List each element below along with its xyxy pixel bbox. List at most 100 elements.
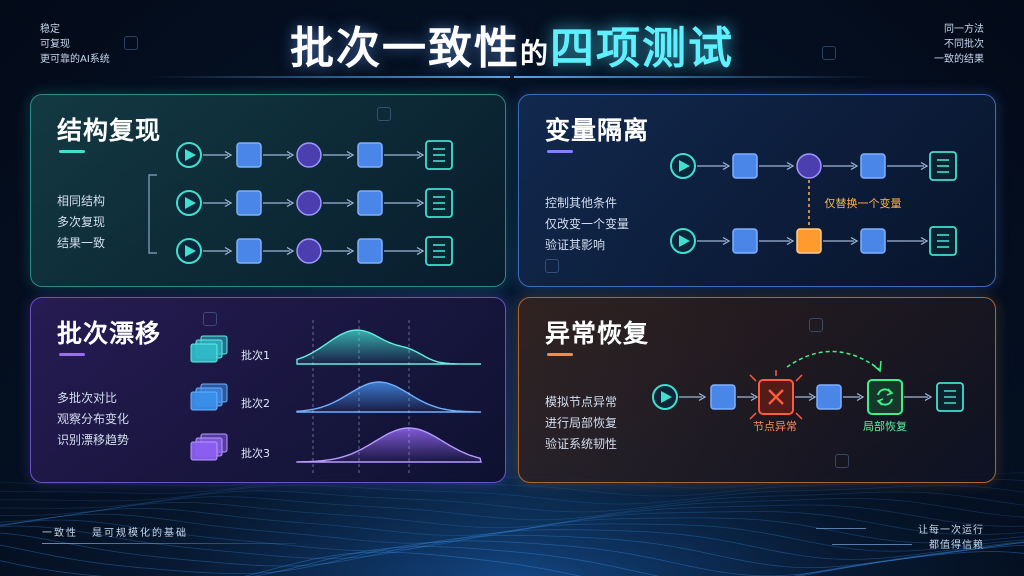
title-main: 批次一致性 bbox=[289, 23, 520, 74]
flow-arrow bbox=[823, 236, 859, 246]
desc-line: 识别漂移趋势 bbox=[57, 433, 130, 447]
corner-text-right: 同一方法 不同批次 一致的结果 bbox=[934, 22, 984, 67]
play-icon bbox=[670, 228, 696, 254]
title-connector: 的 bbox=[519, 37, 550, 70]
panel-accent-bar bbox=[59, 353, 85, 356]
model-node bbox=[296, 238, 322, 264]
layer-icon bbox=[190, 343, 218, 363]
desc-line: 结果一致 bbox=[57, 236, 106, 250]
panel-variable-isolation: 变量隔离 控制其他条件 仅改变一个变量 验证其影响 仅替换一个变量 bbox=[518, 94, 996, 287]
recover-label: 局部恢复 bbox=[863, 419, 907, 433]
footer-line-right-top bbox=[816, 528, 866, 529]
flow-arrow bbox=[323, 150, 355, 160]
flow-arrow bbox=[384, 150, 425, 160]
model-node bbox=[796, 153, 822, 179]
drift-distribution-diagram: 批次1 批次2 批次3 bbox=[190, 320, 482, 476]
process-node bbox=[710, 384, 736, 410]
desc-line: 多批次对比 bbox=[57, 391, 118, 405]
process-node bbox=[357, 142, 383, 168]
corner-left-line-1: 稳定 bbox=[40, 24, 60, 35]
footer-right-line-2: 都值得信赖 bbox=[929, 540, 984, 551]
recovery-icon bbox=[867, 379, 903, 415]
corner-right-line-1: 同一方法 bbox=[944, 24, 984, 35]
flow-arrow bbox=[384, 198, 425, 208]
flow-arrow bbox=[887, 161, 929, 171]
corner-right-line-3: 一致的结果 bbox=[934, 54, 984, 65]
panel-description: 多批次对比 观察分布变化 识别漂移趋势 bbox=[57, 388, 129, 451]
watermark-icon bbox=[809, 318, 823, 332]
watermark-icon bbox=[203, 312, 217, 326]
wave-line bbox=[0, 519, 1024, 552]
wave-line bbox=[0, 484, 1024, 505]
fault-label: 节点异常 bbox=[753, 420, 797, 433]
process-node bbox=[732, 228, 758, 254]
watermark-icon bbox=[835, 454, 849, 468]
flow-arrow bbox=[323, 246, 355, 256]
desc-line: 验证其影响 bbox=[545, 238, 606, 252]
flow-arrow bbox=[823, 161, 859, 171]
process-node bbox=[236, 142, 262, 168]
structure-flow-diagram bbox=[148, 140, 453, 266]
isolation-flow-diagram: 仅替换一个变量 bbox=[670, 151, 957, 256]
flow-arrow bbox=[887, 236, 929, 246]
desc-line: 观察分布变化 bbox=[57, 412, 130, 426]
watermark-icon bbox=[124, 36, 138, 50]
process-node bbox=[236, 238, 262, 264]
flow-arrow bbox=[795, 392, 817, 402]
title-underline-right bbox=[514, 76, 874, 78]
batch-row: 批次3 bbox=[190, 427, 482, 463]
wave-line bbox=[0, 496, 1024, 521]
layer-icon bbox=[190, 441, 218, 461]
desc-line: 控制其他条件 bbox=[545, 196, 618, 210]
desc-line: 进行局部恢复 bbox=[545, 416, 618, 430]
recovery-arc-arrow bbox=[786, 350, 882, 373]
document-icon bbox=[425, 140, 453, 170]
corner-text-left: 稳定 可复现 更可靠的AI系统 bbox=[40, 22, 110, 67]
flow-arrow bbox=[384, 246, 425, 256]
title-highlight: 四项测试 bbox=[550, 23, 734, 74]
footer-line-right-bottom bbox=[832, 544, 912, 545]
flow-arrow bbox=[263, 246, 295, 256]
replaced-variable-node bbox=[796, 228, 822, 254]
wave-line bbox=[0, 507, 1024, 536]
distribution-curve bbox=[296, 329, 481, 365]
desc-line: 仅改变一个变量 bbox=[545, 217, 630, 231]
flow-arrow bbox=[263, 198, 295, 208]
wave-line bbox=[0, 478, 1024, 497]
process-node bbox=[860, 153, 886, 179]
batch-label: 批次2 bbox=[241, 396, 270, 410]
desc-line: 相同结构 bbox=[57, 194, 106, 208]
wave-line bbox=[0, 501, 1024, 529]
process-node bbox=[816, 384, 842, 410]
panel-structure-replication: 结构复现 相同结构 多次复现 结果一致 bbox=[30, 94, 506, 287]
variable-note: 仅替换一个变量 bbox=[825, 196, 902, 210]
process-node bbox=[236, 190, 262, 216]
process-node bbox=[860, 228, 886, 254]
panel-accent-bar bbox=[547, 353, 573, 356]
desc-line: 验证系统韧性 bbox=[545, 437, 618, 451]
batch-label: 批次1 bbox=[241, 348, 270, 362]
batch-row: 批次1 bbox=[190, 329, 481, 365]
flow-arrow bbox=[203, 246, 233, 256]
play-icon bbox=[652, 384, 678, 410]
title-underline-left bbox=[150, 76, 510, 78]
panel-accent-bar bbox=[547, 150, 573, 153]
play-icon bbox=[176, 190, 202, 216]
watermark-icon bbox=[545, 259, 559, 273]
flow-arrow bbox=[737, 392, 759, 402]
panel-title: 结构复现 bbox=[57, 116, 162, 145]
footer-left-text: 一致性是可规模化的基础 bbox=[42, 524, 188, 539]
fault-node bbox=[749, 370, 803, 420]
flow-arrow bbox=[679, 392, 707, 402]
panel-title: 异常恢复 bbox=[545, 319, 650, 348]
flow-arrow bbox=[697, 161, 731, 171]
wave-line bbox=[0, 544, 1024, 576]
footer-right-line-1: 让每一次运行 bbox=[918, 525, 984, 536]
panel-description: 控制其他条件 仅改变一个变量 验证其影响 bbox=[545, 193, 629, 256]
flow-arrow bbox=[904, 392, 933, 402]
document-icon bbox=[425, 236, 453, 266]
page-title: 批次一致性的四项测试 bbox=[0, 12, 1024, 76]
